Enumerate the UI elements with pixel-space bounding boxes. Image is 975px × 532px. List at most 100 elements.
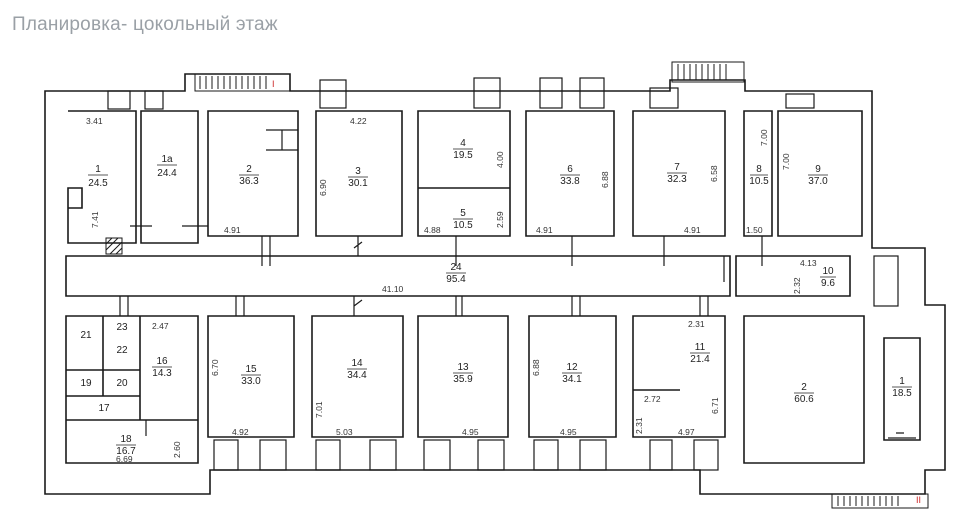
dim-6-88-a: 6.88	[600, 171, 610, 188]
dim-5-03: 5.03	[336, 427, 353, 437]
bay-right-1	[873, 255, 899, 307]
bay-bottom-10	[693, 439, 719, 471]
room-16-number: 16	[156, 356, 168, 367]
bay-bottom-3	[315, 439, 341, 471]
room-b2-number: 2	[801, 382, 807, 393]
bay-top-7	[649, 87, 679, 109]
room-10-number: 10	[822, 266, 834, 277]
walls	[44, 73, 946, 495]
room-18-area: 16.7	[116, 446, 136, 457]
stair-top-left-steps	[199, 76, 267, 89]
dim-1-50: 1.50	[746, 225, 763, 235]
dim-4-95-a: 4.95	[462, 427, 479, 437]
room-20-number: 20	[116, 378, 128, 389]
dim-6-71: 6.71	[710, 397, 720, 414]
bay-top-1	[107, 90, 131, 110]
room-b2-area: 60.6	[794, 394, 814, 405]
room-14-number: 14	[351, 358, 363, 369]
room-16-area: 14.3	[152, 368, 172, 379]
room-11-area: 21.4	[690, 354, 710, 365]
room-2-number: 2	[246, 164, 252, 175]
room-24-number: 24	[450, 262, 462, 273]
dim-2-31-b: 2.31	[634, 417, 644, 434]
hatch-lines	[105, 237, 123, 255]
room-13-number: 13	[457, 362, 469, 373]
dim-6-70: 6.70	[210, 359, 220, 376]
bay-top-6	[579, 77, 605, 109]
room-5-number: 5	[460, 208, 466, 219]
room-8-number: 8	[756, 164, 762, 175]
wall-room-6	[525, 110, 615, 237]
room-1a-number: 1а	[161, 154, 173, 165]
wall-room-2	[207, 110, 299, 237]
wall-room-15	[207, 315, 295, 438]
wall-room-11	[632, 315, 726, 438]
dim-4-97: 4.97	[678, 427, 695, 437]
dim-4-91-c: 4.91	[684, 225, 701, 235]
wall-room-b1	[883, 337, 921, 441]
hatched-shaft	[105, 237, 123, 255]
bay-top-4	[473, 77, 501, 109]
room-9-number: 9	[815, 164, 821, 175]
bay-bottom-5	[423, 439, 451, 471]
room-b1-number: 1	[899, 376, 905, 387]
dim-2-60: 2.60	[172, 441, 182, 458]
room-21-number: 21	[80, 330, 92, 341]
wall-room-9	[777, 110, 863, 237]
wall-room-1	[67, 110, 137, 244]
dim-6-90: 6.90	[318, 179, 328, 196]
door-partition-room-2	[266, 129, 298, 151]
wall-left-block	[65, 315, 199, 464]
bay-bottom-1	[213, 439, 239, 471]
area-underlines	[88, 148, 912, 446]
room-10-area: 9.6	[821, 278, 835, 289]
wall-room-1a	[140, 110, 199, 244]
bay-bottom-2	[259, 439, 287, 471]
wall-room-12	[528, 315, 617, 438]
dim-6-88-b: 6.88	[531, 359, 541, 376]
wall-corridor	[65, 255, 731, 297]
stair-top-right-steps	[677, 64, 727, 80]
bay-bottom-8	[579, 439, 607, 471]
room-22-number: 22	[116, 345, 128, 356]
room-5-area: 10.5	[453, 220, 473, 231]
room-4-area: 19.5	[453, 150, 473, 161]
room-labels: 1 24.5 1а 24.4 2 36.3 3 30.1 4 19.5 5 10…	[88, 138, 912, 457]
room-2-area: 36.3	[239, 176, 259, 187]
room-12-number: 12	[566, 362, 578, 373]
stair-label-1: I	[272, 79, 275, 89]
door-marks	[119, 129, 916, 439]
dim-2-72: 2.72	[644, 394, 661, 404]
outer-wall	[44, 73, 946, 495]
wall-room-14	[311, 315, 404, 438]
room-9-area: 37.0	[808, 176, 828, 187]
room-6-number: 6	[567, 164, 573, 175]
dimension-labels: 3.41 7.41 4.91 6.90 4.22 4.00 2.59 4.88 …	[86, 116, 817, 464]
wall-room-8	[743, 110, 773, 237]
stair-top-right	[671, 61, 745, 83]
stair-top-left	[194, 73, 291, 92]
small-room-labels: 21 23 22 19 20 17	[80, 322, 128, 414]
wall-room-3	[315, 110, 403, 237]
room-15-number: 15	[245, 364, 257, 375]
stair-bottom-right-steps	[837, 496, 899, 506]
bay-top-3	[319, 79, 347, 109]
stair-label-2: II	[916, 495, 921, 505]
wall-room-7	[632, 110, 726, 237]
dim-4-13: 4.13	[800, 258, 817, 268]
room-1a-area: 24.4	[157, 168, 177, 179]
wall-room-13	[417, 315, 509, 438]
dim-2-32-a: 2.32	[792, 277, 802, 294]
room-12-area: 34.1	[562, 374, 582, 385]
wall-small-rooms	[66, 316, 198, 421]
dim-4-91-a: 4.91	[224, 225, 241, 235]
stair-bottom-right	[831, 493, 929, 509]
room-19-number: 19	[80, 378, 92, 389]
room-24-area: 95.4	[446, 274, 466, 285]
bay-bottom-6	[477, 439, 505, 471]
window-bays	[107, 77, 899, 471]
dim-7-41: 7.41	[90, 211, 100, 228]
bay-top-5	[539, 77, 563, 109]
room-8-area: 10.5	[749, 176, 769, 187]
dim-3-41: 3.41	[86, 116, 103, 126]
